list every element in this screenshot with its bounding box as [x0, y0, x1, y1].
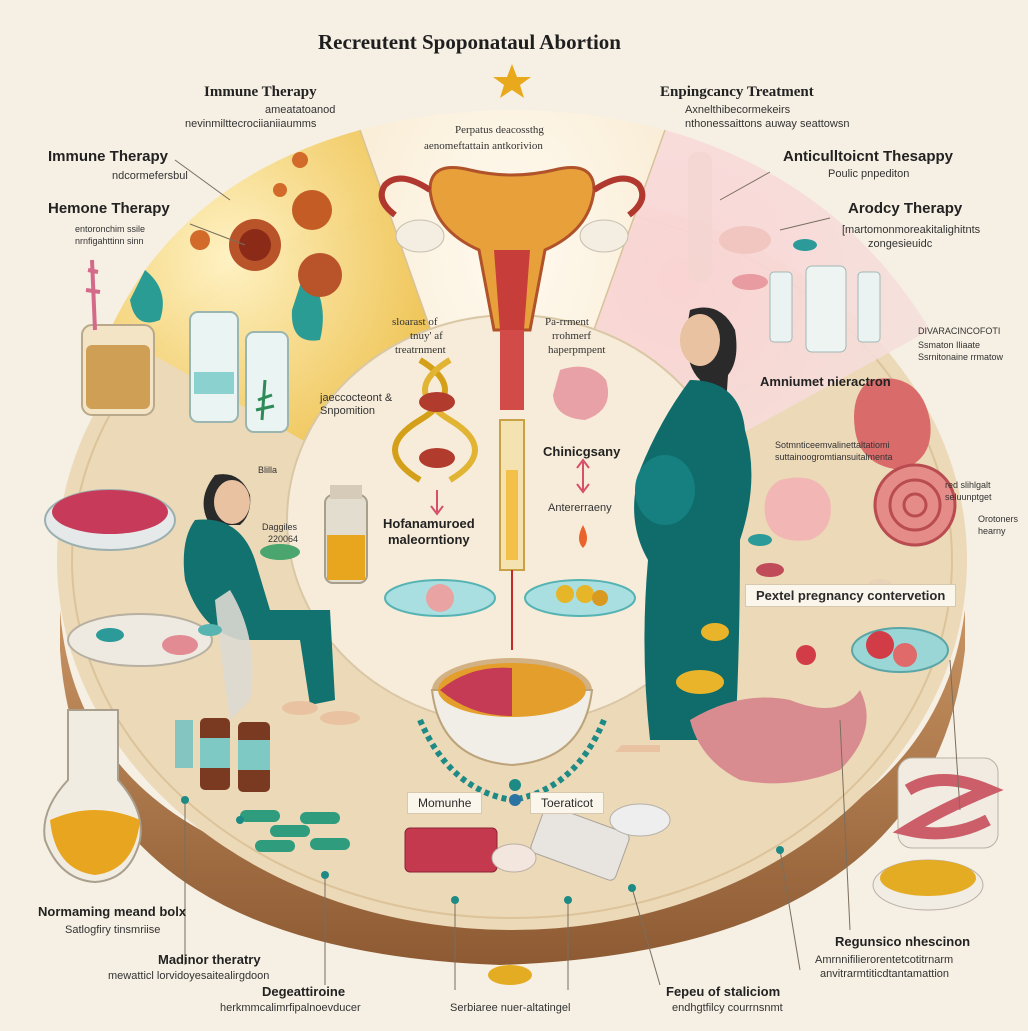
red-label-1: red slihlgalt — [945, 480, 991, 490]
green-capsules — [240, 810, 350, 852]
fetus-illustration — [764, 477, 831, 541]
pink-flower — [85, 259, 101, 331]
immune-therapy-sub: ndcormefersbul — [112, 170, 188, 182]
dna-helix-illustration — [392, 357, 478, 483]
enpingcancy-treatment-title: Enpingcancy Treatment — [660, 84, 814, 100]
arrow-updown-icon — [576, 458, 590, 494]
arodcy-therapy-title: Arodcy Therapy — [848, 200, 963, 217]
vial-1 — [769, 271, 793, 343]
enpingcancy-sub2: nthonessaittons auway seattowsn — [685, 118, 850, 130]
hormone-therapy-sub2: nrnfigahttinn sinn — [75, 236, 144, 246]
small-label-number: 220064 — [268, 534, 299, 544]
center-right-3: haperpmpent — [548, 344, 606, 356]
oro-label-1: Orotoners — [978, 514, 1019, 524]
amniotic-sub1: Sotmnticeemvalinettaltatiomi — [775, 440, 890, 450]
immune-therapy-top-title: Immune Therapy — [204, 84, 317, 100]
anticoagulant-therapy-sub: Poulic pnpediton — [828, 168, 910, 180]
jar-herb — [245, 331, 289, 433]
scattered-pills — [198, 534, 892, 985]
amniotic-sub2: suttainoogromtiansuitalmenta — [775, 452, 893, 462]
star-icon — [493, 64, 531, 98]
regunsico-title: Regunsico nhescinon — [835, 934, 971, 949]
sitting-woman-illustration — [183, 474, 360, 725]
blister-pack-yellow — [530, 805, 630, 881]
anticoagulant-therapy-title: Anticulltoicnt Thesappy — [783, 148, 954, 165]
regunsico-sub2: anvitrarmtiticdtantamattion — [820, 968, 949, 980]
center-right-1: Pa-rrment — [545, 316, 589, 328]
fepeu-sub: endhgtfilcy courrnsnmt — [672, 1002, 783, 1014]
jar-water — [189, 311, 239, 423]
spiral-organ — [873, 463, 957, 547]
leader-dots — [181, 796, 784, 904]
chinicgsany-label: Chinicgsany — [543, 444, 621, 459]
jag-label-2: Snpomition — [320, 405, 376, 417]
pregnant-woman-illustration — [615, 307, 752, 752]
hormone-therapy-title: Hemone Therapy — [48, 200, 170, 217]
madinor-title: Madinor theratry — [158, 952, 261, 967]
right-small-label-1: DIVARACINCOFOTI — [918, 326, 1001, 336]
immune-therapy-top-sub2: nevinmilttecrociianiiaumms — [185, 118, 317, 130]
center-left-2: tnuy' af — [410, 330, 443, 342]
degeattiroine-title: Degeattiroine — [262, 984, 346, 999]
hormone-therapy-sub1: entoronchim ssile — [75, 224, 146, 234]
immune-therapy-top-sub1: ameatatoanod — [265, 104, 336, 116]
center-left-1: sloarast of — [392, 316, 438, 328]
hofanamuroed-label-1: Hofanamuroed — [383, 516, 475, 531]
enpingcancy-sub1: Axnelthibecormekeirs — [685, 104, 791, 116]
amniotic-title: Amniumet nieractron — [760, 374, 891, 389]
arodcy-therapy-sub2: zongesieuidc — [868, 238, 933, 250]
syringe-illustration — [499, 419, 525, 650]
red-label-2: seluunptget — [945, 492, 992, 502]
center-right-2: rrohmerf — [552, 330, 592, 342]
oro-label-2: hearny — [978, 526, 1006, 536]
normaming-sub: Satlogfiry tinsmriise — [65, 924, 161, 936]
hofanamuroed-label-2: maleorntiony — [388, 532, 470, 547]
embryo-illustration — [854, 378, 931, 470]
regunsico-sub1: Amrnnifilierorentetcotitrnarm — [815, 954, 954, 966]
small-label-daggiles: Daggiles — [262, 522, 298, 532]
normaming-title: Normaming meand bolx — [38, 904, 187, 919]
small-label-blilla: Blilla — [258, 465, 278, 475]
center-top-1: Perpatus deacossthg — [455, 124, 544, 136]
embryo-blob — [553, 366, 609, 420]
jag-label-1: jaeccocteont & — [320, 392, 393, 404]
page-title: Recreutent Spoponataul Abortion — [318, 30, 621, 54]
arrow-down-icon — [430, 490, 444, 516]
uterus-illustration — [378, 166, 646, 410]
center-left-3: treatrnment — [395, 344, 446, 356]
blister-pack-pink — [404, 827, 498, 873]
pextel-pregnancy-label: Pextel pregnancy contervetion — [745, 584, 957, 607]
right-small-label-2: Ssmaton Iliaate — [918, 340, 981, 350]
muscle-illustration — [690, 690, 867, 784]
fepeu-title: Fepeu of staliciom — [666, 984, 781, 999]
antererraeny-label: Antererraeny — [548, 502, 612, 514]
arodcy-therapy-sub1: [martomonmoreakitalighitnts — [842, 224, 981, 236]
toeraticot-tag: Toeraticot — [530, 792, 605, 814]
madinor-sub: mewatticl lorvidoyesaitealirgdoon — [108, 970, 270, 982]
immune-therapy-title: Immune Therapy — [48, 148, 169, 165]
momunhe-tag: Momunhe — [407, 792, 483, 814]
degeattiroine-sub: herkmmcalimrfipalnoevducer — [220, 1002, 361, 1014]
center-bowl — [430, 658, 594, 767]
leader-lines — [174, 159, 961, 990]
center-top-2: aenomeftattain antkorivion — [424, 140, 543, 152]
right-small-label-3: Ssrnitonaine rrmatow — [918, 352, 1004, 362]
serbiaree-label: Serbiaree nuer-altatingel — [450, 1002, 571, 1014]
